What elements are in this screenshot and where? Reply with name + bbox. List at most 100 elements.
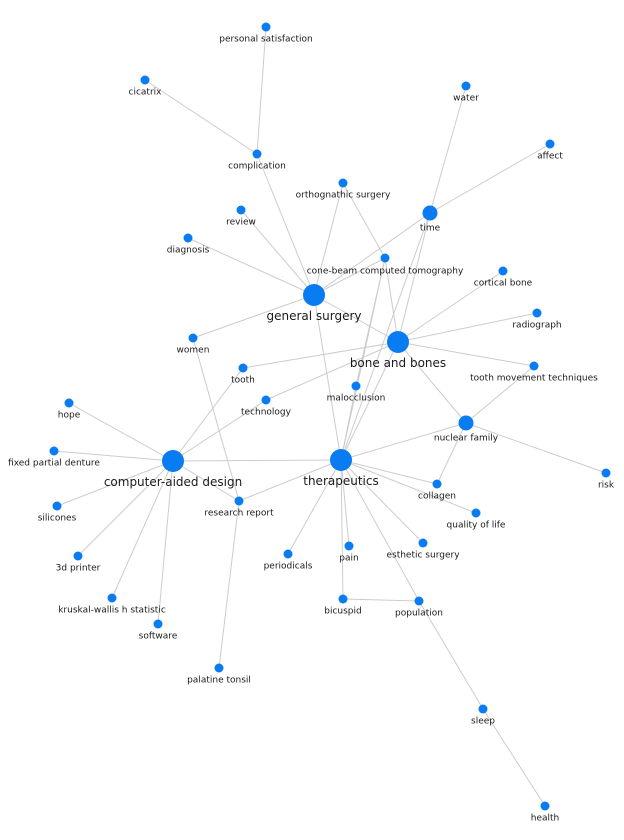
node-dot-complication[interactable] — [252, 149, 262, 159]
node-dot-risk[interactable] — [601, 468, 611, 478]
node-cortical_bone[interactable]: cortical bone — [474, 266, 533, 289]
node-dot-periodicals[interactable] — [283, 549, 293, 559]
edge-time-general_surgery — [313, 212, 431, 296]
edge-sleep-health — [482, 708, 546, 807]
edge-bone_and_bones-tooth_movement — [397, 341, 535, 367]
node-tooth[interactable]: tooth — [231, 363, 255, 386]
node-orthognathic_surgery[interactable]: orthognathic surgery — [296, 178, 391, 201]
node-dot-research_report[interactable] — [234, 496, 244, 506]
node-malocclusion[interactable]: malocclusion — [327, 381, 386, 404]
node-dot-pain[interactable] — [344, 541, 354, 551]
node-dot-tooth_movement[interactable] — [529, 361, 539, 371]
node-dot-health[interactable] — [540, 801, 550, 811]
node-time[interactable]: time — [420, 205, 441, 234]
node-dot-fixed_partial_denture[interactable] — [49, 446, 59, 456]
node-risk[interactable]: risk — [598, 468, 615, 491]
node-dot-therapeutics[interactable] — [330, 449, 352, 471]
node-general_surgery[interactable]: general surgery — [266, 284, 362, 323]
node-dot-hope[interactable] — [64, 398, 74, 408]
node-dot-technology[interactable] — [261, 395, 271, 405]
node-dot-radiograph[interactable] — [532, 308, 542, 318]
node-sleep[interactable]: sleep — [471, 704, 495, 727]
edge-complication-general_surgery — [256, 153, 315, 296]
node-kruskal[interactable]: kruskal-wallis h statistic — [58, 593, 166, 616]
node-dot-general_surgery[interactable] — [303, 284, 325, 306]
node-pain[interactable]: pain — [339, 541, 359, 564]
node-dot-software[interactable] — [153, 619, 163, 629]
node-dot-malocclusion[interactable] — [351, 381, 361, 391]
node-cbct[interactable]: cone-beam computed tomography — [307, 253, 464, 277]
node-bicuspid[interactable]: bicuspid — [324, 594, 362, 617]
node-dot-printer_3d[interactable] — [73, 551, 83, 561]
node-cicatrix[interactable]: cicatrix — [129, 75, 163, 98]
node-quality_of_life[interactable]: quality of life — [447, 508, 506, 531]
node-dot-bicuspid[interactable] — [338, 594, 348, 604]
node-bone_and_bones[interactable]: bone and bones — [350, 331, 446, 370]
edge-therapeutics-research_report — [238, 459, 342, 502]
node-dot-esthetic_surgery[interactable] — [418, 538, 428, 548]
node-personal_satisfaction[interactable]: personal satisfaction — [219, 22, 313, 45]
node-printer_3d[interactable]: 3d printer — [56, 551, 101, 574]
node-radiograph[interactable]: radiograph — [512, 308, 562, 331]
node-hope[interactable]: hope — [58, 398, 81, 421]
edge-general_surgery-bone_and_bones — [313, 294, 399, 343]
edge-cbct-malocclusion — [355, 257, 386, 387]
node-dot-personal_satisfaction[interactable] — [261, 22, 271, 32]
node-cad[interactable]: computer-aided design — [104, 450, 242, 489]
node-dot-women[interactable] — [188, 333, 198, 343]
node-dot-kruskal[interactable] — [107, 593, 117, 603]
node-silicones[interactable]: silicones — [38, 501, 77, 524]
node-health[interactable]: health — [531, 801, 560, 824]
node-dot-cad[interactable] — [162, 450, 184, 472]
edge-affect-time — [429, 143, 551, 214]
node-label-diagnosis: diagnosis — [167, 246, 210, 256]
node-label-tooth_movement: tooth movement techniques — [470, 374, 598, 384]
edge-bicuspid-population — [342, 598, 420, 602]
node-dot-orthognathic_surgery[interactable] — [338, 178, 348, 188]
node-research_report[interactable]: research report — [204, 496, 274, 519]
node-dot-cicatrix[interactable] — [140, 75, 150, 85]
node-diagnosis[interactable]: diagnosis — [167, 233, 210, 256]
node-periodicals[interactable]: periodicals — [264, 549, 313, 572]
node-dot-palatine_tonsil[interactable] — [214, 663, 224, 673]
node-dot-cortical_bone[interactable] — [498, 266, 508, 276]
node-label-malocclusion: malocclusion — [327, 394, 386, 404]
node-dot-water[interactable] — [461, 81, 471, 91]
node-dot-diagnosis[interactable] — [183, 233, 193, 243]
edge-cad-therapeutics — [172, 459, 342, 462]
node-dot-nuclear_family[interactable] — [458, 415, 474, 431]
node-therapeutics[interactable]: therapeutics — [303, 449, 379, 488]
node-collagen[interactable]: collagen — [418, 479, 456, 502]
edge-research_report-palatine_tonsil — [218, 500, 240, 669]
edge-water-time — [429, 85, 467, 214]
node-dot-collagen[interactable] — [432, 479, 442, 489]
node-palatine_tonsil[interactable]: palatine tonsil — [187, 663, 251, 686]
edge-review-general_surgery — [240, 209, 315, 296]
node-dot-cbct[interactable] — [380, 253, 390, 263]
edge-hope-cad — [68, 402, 174, 462]
node-women[interactable]: women — [177, 333, 210, 356]
node-dot-tooth[interactable] — [238, 363, 248, 373]
node-nuclear_family[interactable]: nuclear family — [434, 415, 499, 444]
node-software[interactable]: software — [139, 619, 178, 642]
node-dot-population[interactable] — [414, 596, 424, 606]
node-complication[interactable]: complication — [228, 149, 286, 172]
edge-personal_satisfaction-complication — [256, 26, 267, 155]
node-esthetic_surgery[interactable]: esthetic surgery — [386, 538, 460, 561]
node-review[interactable]: review — [226, 205, 256, 228]
node-technology[interactable]: technology — [241, 395, 292, 418]
node-dot-bone_and_bones[interactable] — [387, 331, 409, 353]
node-fixed_partial_denture[interactable]: fixed partial denture — [8, 446, 100, 469]
node-population[interactable]: population — [395, 596, 443, 619]
node-dot-review[interactable] — [236, 205, 246, 215]
node-dot-silicones[interactable] — [52, 501, 62, 511]
node-tooth_movement[interactable]: tooth movement techniques — [470, 361, 598, 384]
node-dot-sleep[interactable] — [478, 704, 488, 714]
node-label-affect: affect — [537, 152, 563, 162]
node-water[interactable]: water — [453, 81, 479, 104]
node-dot-quality_of_life[interactable] — [471, 508, 481, 518]
node-dot-affect[interactable] — [545, 139, 555, 149]
node-dot-time[interactable] — [422, 205, 438, 221]
node-affect[interactable]: affect — [537, 139, 563, 162]
node-label-review: review — [226, 218, 256, 228]
